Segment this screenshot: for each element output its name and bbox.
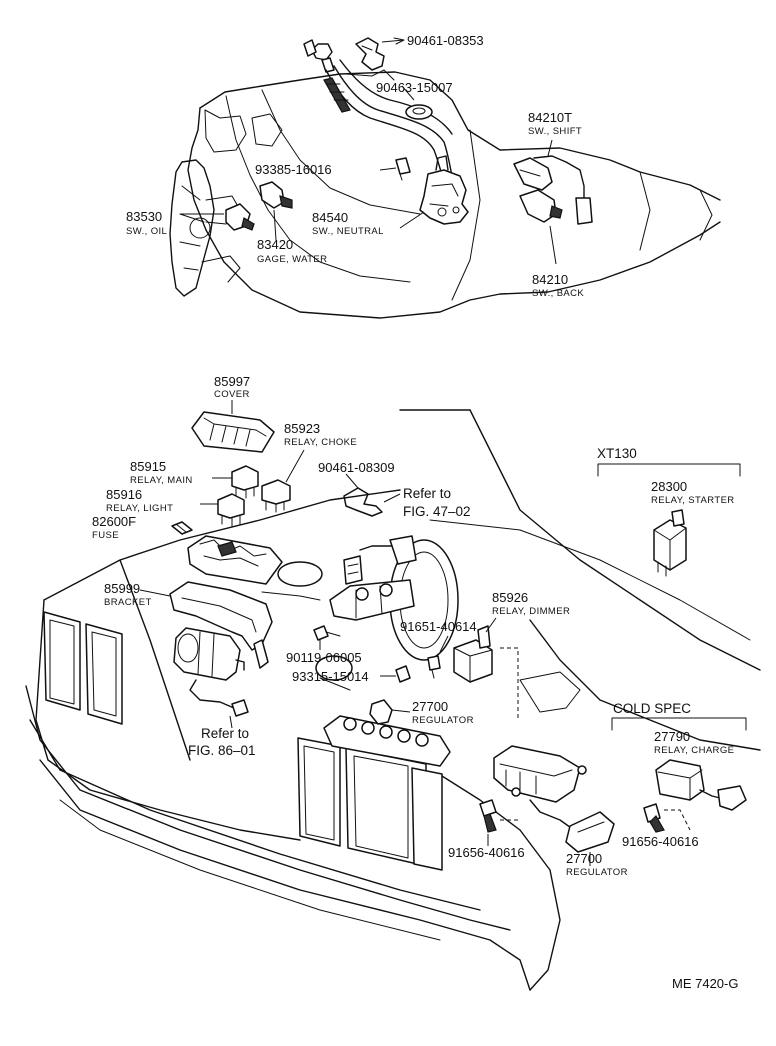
label-93315-15014: 93315-15014 xyxy=(292,669,369,684)
label-90119-06005: 90119-06005 xyxy=(286,650,362,665)
label-relay-starter: RELAY, STARTER xyxy=(651,495,735,506)
motor-component xyxy=(173,627,249,717)
label-relay-charge: RELAY, CHARGE xyxy=(654,745,734,756)
regulator-27700-lower xyxy=(493,745,615,866)
water-gage-83420 xyxy=(259,181,293,241)
label-90461-08353: 90461-08353 xyxy=(407,33,484,48)
relay-block xyxy=(187,535,283,585)
light-relay-85916 xyxy=(200,493,245,527)
clamp-90461-08309 xyxy=(343,473,383,517)
label-fig-86-01: FIG. 86–01 xyxy=(188,743,256,758)
label-sw-neutral: SW., NEUTRAL xyxy=(312,226,384,237)
xt130-group xyxy=(597,463,741,577)
regulator-27700-upper xyxy=(369,699,411,725)
label-90463-15007: 90463-15007 xyxy=(376,80,453,95)
dimmer-relay-85926 xyxy=(453,617,519,720)
shift-switch-84210T xyxy=(513,139,593,225)
relay-cover-85997 xyxy=(191,400,275,453)
label-regulator-upper: REGULATOR xyxy=(412,715,474,726)
label-82600F: 82600F xyxy=(92,514,136,529)
label-85923: 85923 xyxy=(284,421,320,436)
label-27700-upper: 27700 xyxy=(412,699,448,714)
car-front-illustration xyxy=(25,409,761,991)
main-relay-85915 xyxy=(212,465,259,499)
label-91656-40616-left: 91656-40616 xyxy=(448,845,525,860)
label-90461-08309: 90461-08309 xyxy=(318,460,395,475)
figure-code: ME 7420-G xyxy=(672,976,738,991)
label-91656-40616-right: 91656-40616 xyxy=(622,834,699,849)
label-83530: 83530 xyxy=(126,209,162,224)
label-bracket: BRACKET xyxy=(104,597,152,608)
label-xt130: XT130 xyxy=(597,446,637,461)
fan-icon xyxy=(169,159,215,297)
cold-spec-group xyxy=(611,717,747,833)
label-27700-lower: 27700 xyxy=(566,851,602,866)
fuse-82600F xyxy=(171,521,193,535)
label-sw-back: SW., BACK xyxy=(532,288,584,299)
label-91651-40614: 91651-40614 xyxy=(400,619,477,634)
label-84210: 84210 xyxy=(532,272,568,287)
screw-93315-15014 xyxy=(380,665,411,683)
label-sw-shift: SW., SHIFT xyxy=(528,126,582,137)
screw-91651-40614 xyxy=(427,635,449,679)
label-refer-to-86: Refer to xyxy=(201,726,249,741)
label-85999: 85999 xyxy=(104,581,140,596)
label-84540: 84540 xyxy=(312,210,348,225)
label-relay-dimmer: RELAY, DIMMER xyxy=(492,606,570,617)
back-switch-84210 xyxy=(519,189,563,265)
label-27790: 27790 xyxy=(654,729,690,744)
label-85926: 85926 xyxy=(492,590,528,605)
brake-booster xyxy=(329,535,459,661)
label-relay-light: RELAY, LIGHT xyxy=(106,503,173,514)
label-93385-16016: 93385-16016 xyxy=(255,162,332,177)
label-85915: 85915 xyxy=(130,459,166,474)
label-cold-spec: COLD SPEC xyxy=(613,701,691,716)
bracket-85999 xyxy=(139,581,273,669)
sensor-93385-16016 xyxy=(379,157,411,181)
oil-switch-83530 xyxy=(180,203,255,231)
label-83420: 83420 xyxy=(257,237,293,252)
label-sw-oil: SW., OIL xyxy=(126,226,167,237)
label-fig-47-02: FIG. 47–02 xyxy=(403,504,471,519)
label-28300: 28300 xyxy=(651,479,687,494)
label-fuse: FUSE xyxy=(92,530,119,541)
engine-transmission-illustration xyxy=(169,71,721,319)
label-cover: COVER xyxy=(214,389,250,400)
label-84210T: 84210T xyxy=(528,110,572,125)
label-relay-choke: RELAY, CHOKE xyxy=(284,437,357,448)
choke-relay-85923 xyxy=(261,449,305,513)
clamp-90461-08353 xyxy=(355,37,405,71)
label-regulator-lower: REGULATOR xyxy=(566,867,628,878)
label-85997: 85997 xyxy=(214,374,250,389)
wiring-harness xyxy=(303,39,453,181)
label-gage-water: GAGE, WATER xyxy=(257,254,327,265)
label-relay-main: RELAY, MAIN xyxy=(130,475,193,486)
bolt-91656-40616-left xyxy=(479,799,497,846)
neutral-switch-84540 xyxy=(399,155,469,229)
bolt-90119-06005 xyxy=(313,625,341,650)
grommet-90463-15007 xyxy=(405,104,433,120)
label-refer-to-47: Refer to xyxy=(403,486,451,501)
label-85916: 85916 xyxy=(106,487,142,502)
